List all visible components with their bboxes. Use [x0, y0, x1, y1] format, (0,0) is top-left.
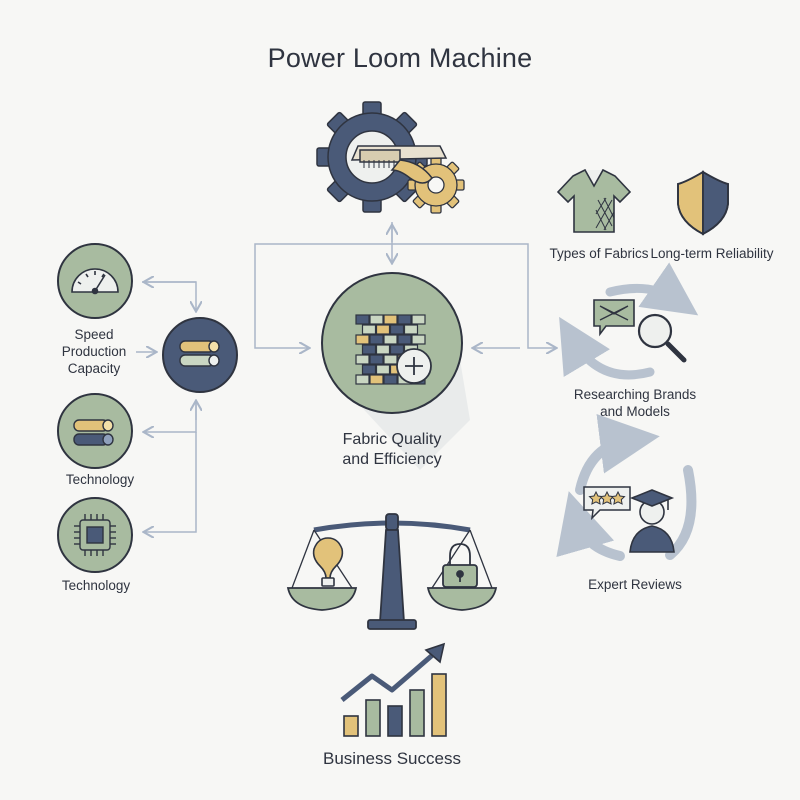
brick	[355, 314, 370, 325]
brick	[369, 314, 384, 325]
brick	[383, 374, 398, 385]
brick	[389, 324, 405, 335]
brick	[369, 354, 384, 365]
brick	[411, 334, 426, 345]
chat-bubble-icon	[593, 299, 635, 337]
brick	[383, 314, 398, 325]
research-cycle-arrows	[559, 262, 699, 380]
fabric-rolls-icon	[73, 419, 114, 446]
brick	[411, 314, 426, 325]
fabric-rolls-node	[162, 317, 238, 393]
center-label-line2: and Efficiency	[342, 451, 442, 468]
brick	[383, 354, 398, 365]
lightbulb-icon	[312, 537, 344, 587]
speed-label: Speed Production Capacity	[34, 327, 154, 378]
speedometer-icon	[71, 268, 119, 295]
brick	[355, 374, 370, 385]
balance-scale-icon	[286, 513, 498, 630]
speed-label-line2: Production	[61, 343, 127, 359]
connector-left-frame	[254, 243, 392, 348]
expert-cycle-arrows	[556, 413, 697, 561]
speed-label-line3: Capacity	[67, 360, 121, 376]
microchip-icon	[74, 514, 116, 556]
plus-circle-icon	[396, 348, 432, 384]
graduate-icon	[629, 489, 675, 553]
fabric-quality-node	[321, 272, 470, 470]
researching-label-line2: and Models	[600, 403, 670, 419]
shirt-icon	[556, 169, 632, 233]
technology-chip-node	[57, 497, 133, 573]
brick	[397, 334, 412, 345]
brick	[375, 344, 391, 355]
connector-speed-to-rolls	[142, 281, 196, 310]
business-success-label: Business Success	[323, 749, 461, 768]
page-title: Power Loom Machine	[267, 43, 533, 73]
technology-label-2: Technology	[61, 578, 131, 593]
speedometer-node	[57, 243, 133, 319]
expert-reviews-label: Expert Reviews	[588, 577, 682, 592]
connector-rolls-to-tech2	[145, 432, 197, 532]
technology-rolls-node	[57, 393, 133, 469]
connector-rolls-to-tech1	[145, 400, 197, 432]
brick	[403, 324, 419, 335]
brick	[375, 324, 391, 335]
padlock-icon	[442, 543, 478, 588]
researching-label: Researching Brands and Models	[560, 387, 710, 421]
technology-label-1: Technology	[65, 472, 135, 487]
brick	[361, 324, 377, 335]
brick	[361, 364, 377, 375]
researching-label-line1: Researching Brands	[573, 387, 697, 402]
brick	[389, 344, 405, 355]
growth-chart-icon	[340, 642, 447, 737]
magnifier-icon	[637, 313, 687, 363]
shield-icon	[677, 170, 729, 236]
brick	[397, 314, 412, 325]
types-of-fabrics-label: Types of Fabrics	[549, 246, 649, 261]
speed-label-line1: Speed	[74, 327, 114, 342]
center-label-line1: Fabric Quality	[342, 431, 442, 448]
long-term-reliability-label: Long-term Reliability	[650, 246, 774, 261]
brick	[369, 374, 384, 385]
fabric-rolls-icon	[179, 340, 220, 367]
brick	[355, 354, 370, 365]
brick	[375, 364, 391, 375]
loom-gear-icon	[316, 101, 465, 214]
brick	[369, 334, 384, 345]
rating-bubble-icon	[583, 486, 631, 521]
center-label: Fabric Quality and Efficiency	[292, 430, 492, 470]
brick	[355, 334, 370, 345]
connector-right-frame	[392, 243, 555, 348]
brick	[361, 344, 377, 355]
connector-lines	[136, 222, 555, 532]
brick	[383, 334, 398, 345]
